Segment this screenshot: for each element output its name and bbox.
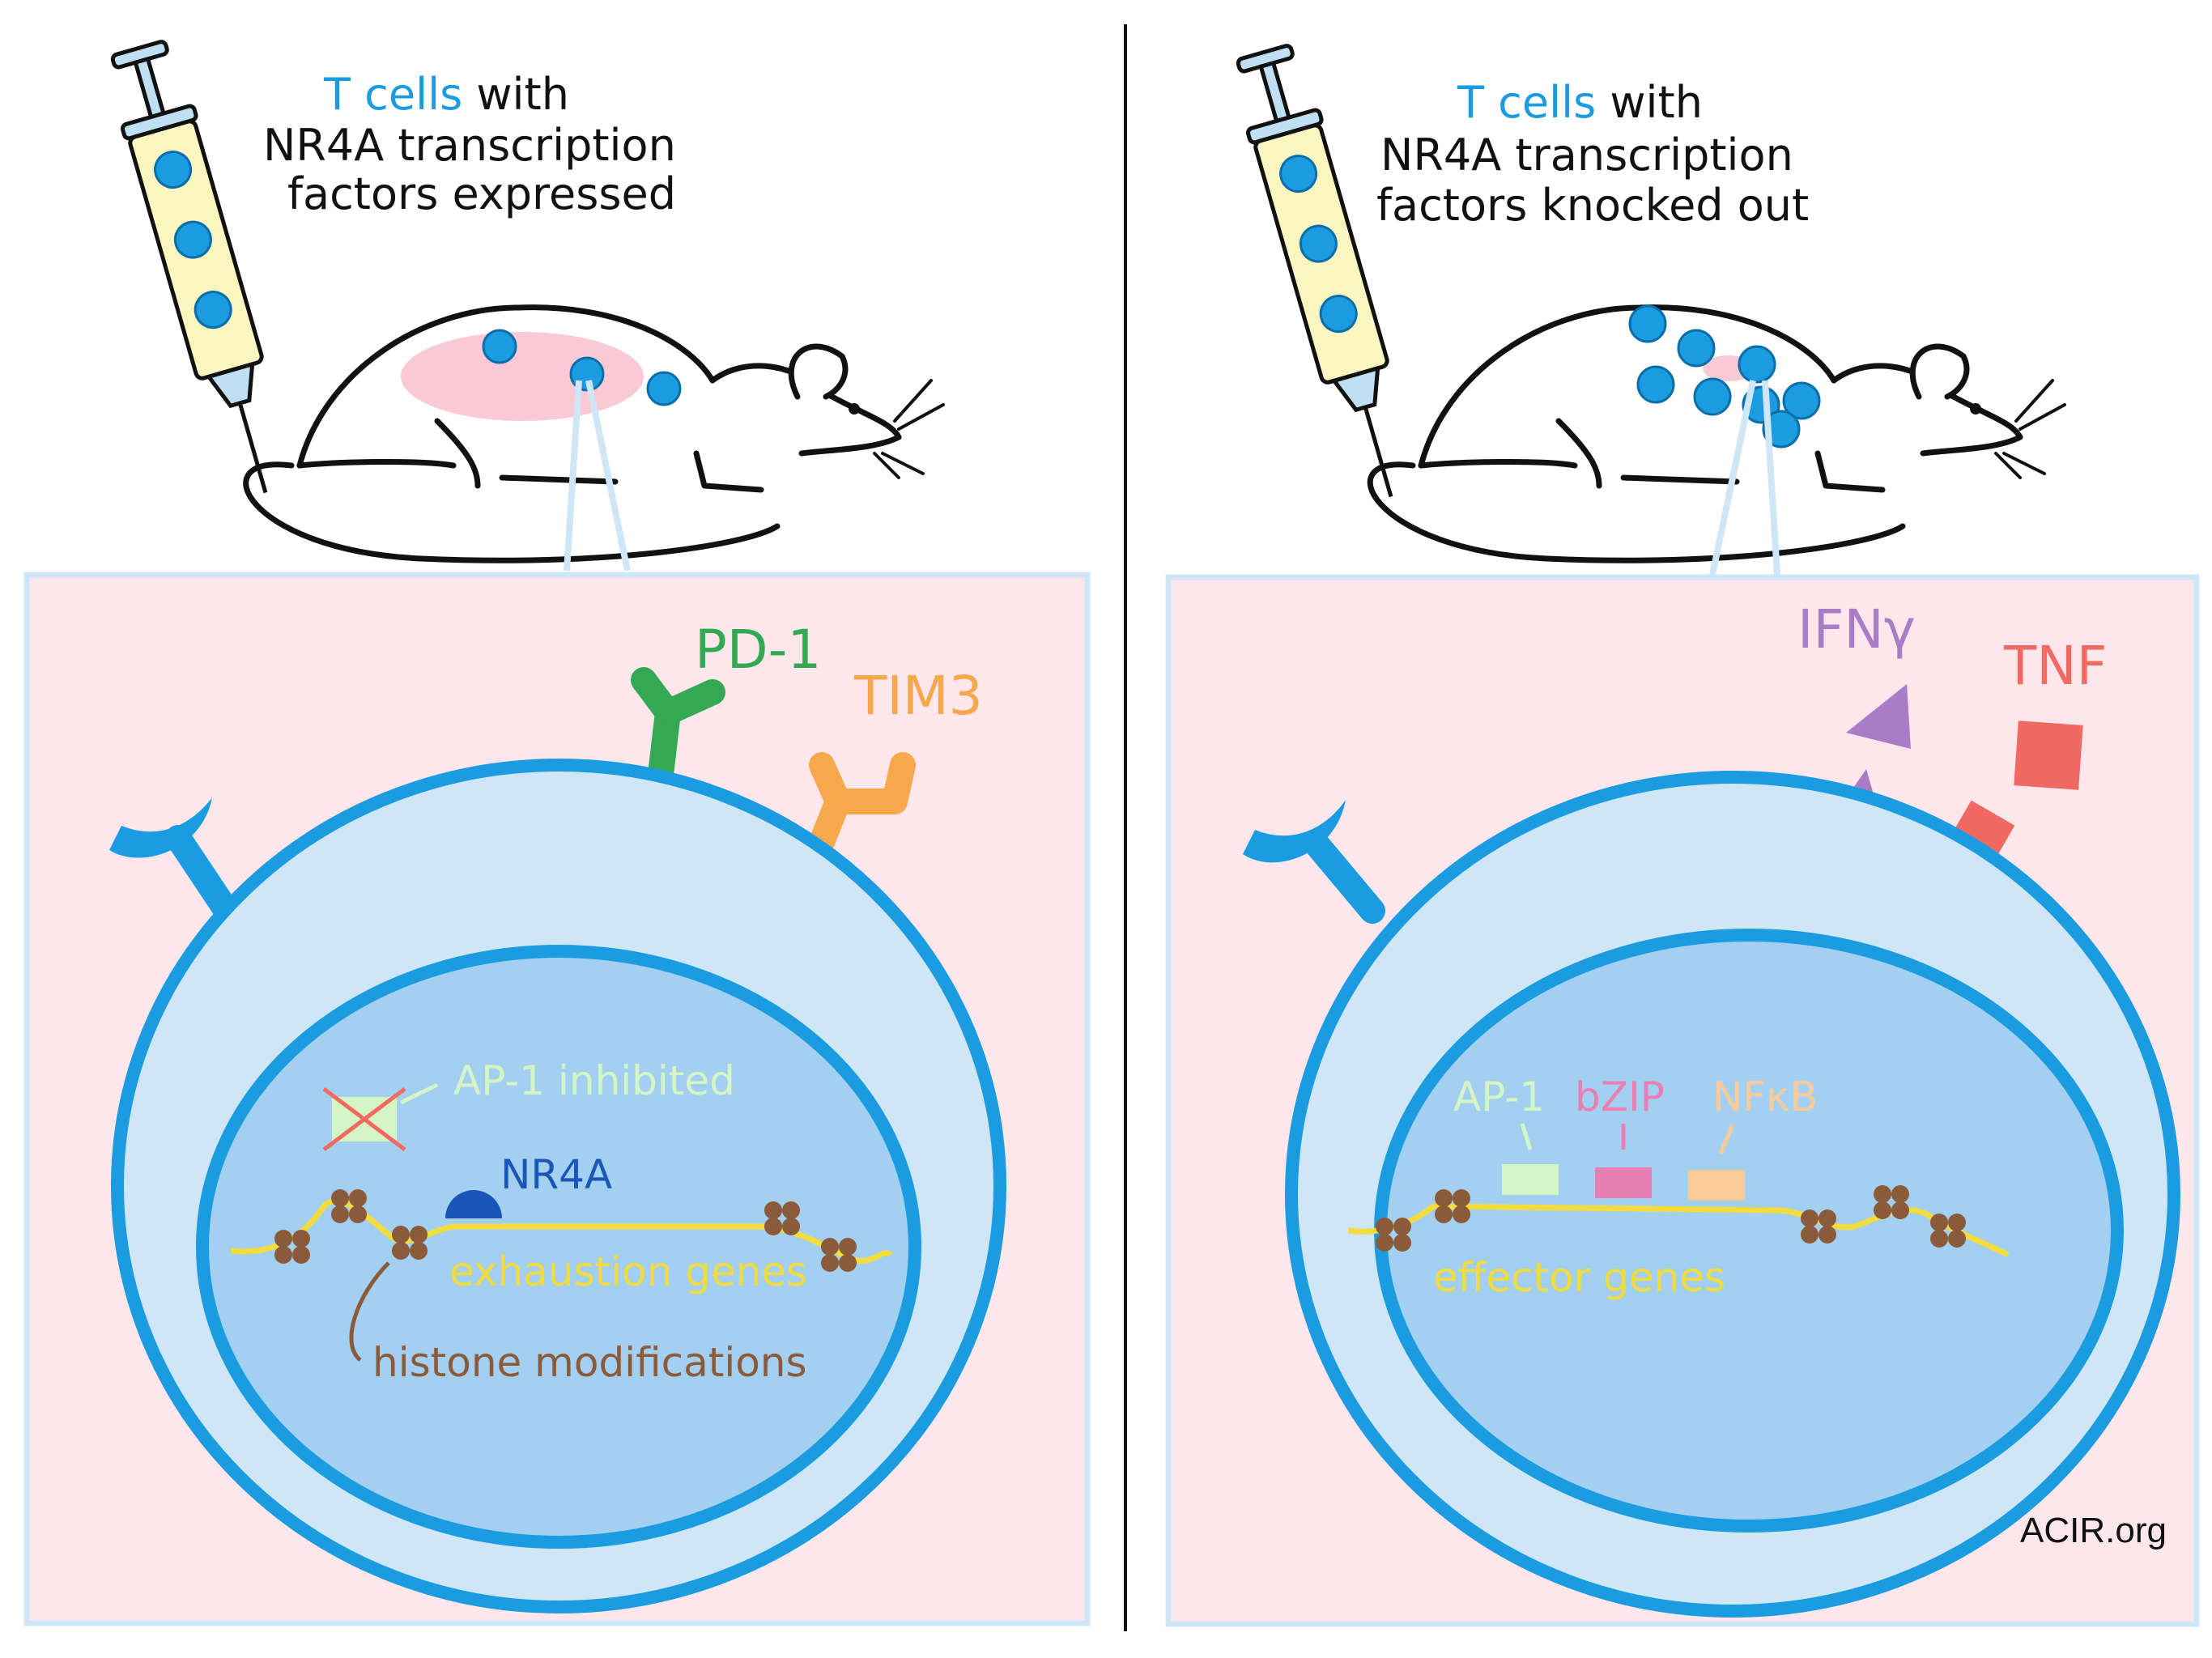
bzip-label: bZIP bbox=[1575, 1073, 1665, 1120]
ap1-label: AP-1 bbox=[1453, 1073, 1545, 1120]
ap1-inhibited-label: AP-1 inhibited bbox=[453, 1057, 735, 1104]
right-caption-line1: T cells with bbox=[1457, 77, 1703, 128]
nfkb-pointer bbox=[1718, 1124, 1735, 1154]
histone-modifications-label: histone modifications bbox=[372, 1339, 807, 1386]
credit-label: ACIR.org bbox=[2020, 1511, 2167, 1550]
histone-icon bbox=[274, 1189, 857, 1272]
right-panel: T cells with NR4A transcription factors … bbox=[1165, 44, 2200, 1627]
tnf-label: TNF bbox=[2003, 635, 2108, 697]
left-caption-line1: T cells with bbox=[323, 69, 569, 120]
ifng-label: IFNγ bbox=[1797, 598, 1916, 661]
right-caption-line2: NR4A transcription bbox=[1380, 130, 1793, 181]
zoom-callout bbox=[564, 380, 631, 572]
t-cell-icon bbox=[482, 329, 682, 406]
nfkb-label: NFκB bbox=[1712, 1073, 1818, 1120]
left-caption-line2: NR4A transcription bbox=[263, 120, 676, 171]
pd1-label: PD-1 bbox=[695, 619, 821, 681]
tcr-receptor-icon bbox=[109, 797, 240, 924]
cell-nucleus bbox=[196, 945, 921, 1549]
pd1-receptor-icon bbox=[631, 667, 725, 794]
t-cell-icon bbox=[1628, 304, 1821, 449]
histone-pointer bbox=[349, 1261, 390, 1362]
ap1-inhibited-icon bbox=[322, 1082, 439, 1151]
left-panel: T cells with NR4A transcription factors … bbox=[23, 40, 1091, 1626]
exhaustion-genes-label: exhaustion genes bbox=[449, 1248, 807, 1295]
cell-nucleus bbox=[1374, 929, 2124, 1533]
effector-genes-label: effector genes bbox=[1433, 1254, 1725, 1301]
syringe-icon bbox=[110, 40, 268, 494]
histone-icon bbox=[1376, 1185, 1966, 1252]
nr4a-label: NR4A bbox=[500, 1151, 612, 1198]
mouse-icon bbox=[243, 304, 945, 563]
ap1-pointer bbox=[1520, 1123, 1533, 1150]
bzip-icon bbox=[1595, 1167, 1652, 1198]
nr4a-icon bbox=[445, 1190, 502, 1218]
tim3-label: TIM3 bbox=[853, 665, 983, 727]
nfkb-icon bbox=[1688, 1170, 1745, 1201]
syringe-icon bbox=[1236, 44, 1393, 498]
zoom-callout bbox=[1709, 380, 1780, 576]
left-caption-line3: factors expressed bbox=[287, 168, 676, 219]
ap1-icon bbox=[1502, 1164, 1559, 1195]
mouse-icon bbox=[1367, 304, 2066, 563]
tcr-receptor-icon bbox=[1243, 800, 1385, 924]
right-caption-line3: factors knocked out bbox=[1376, 180, 1809, 231]
tim3-receptor-icon bbox=[809, 752, 916, 855]
